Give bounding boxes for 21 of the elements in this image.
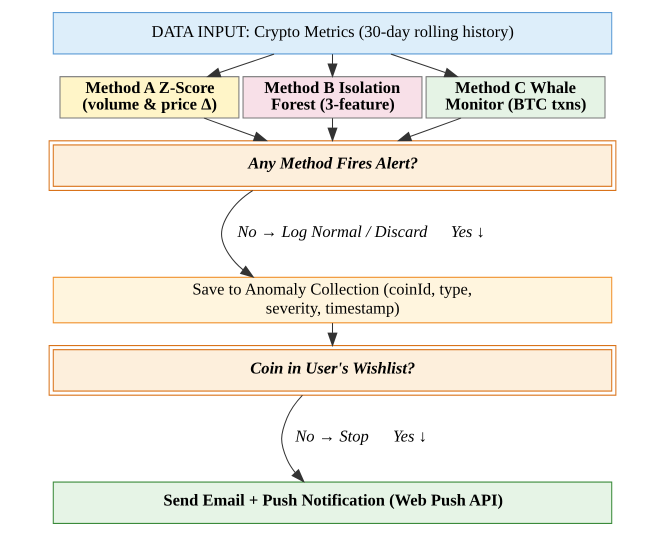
arrow <box>281 394 305 483</box>
arrow <box>390 54 459 78</box>
node-box: Method C Whale Monitor (BTC txns) <box>426 76 606 119</box>
arrow <box>327 323 338 348</box>
node-box: Coin in User's Wishlist? <box>48 345 616 396</box>
label: Yes ↓ <box>393 426 427 446</box>
label: No → Stop <box>295 426 369 446</box>
label: No → Log Normal / Discard <box>237 222 428 241</box>
label: Yes ↓ <box>450 222 485 241</box>
arrow <box>206 54 274 78</box>
arrow <box>327 54 338 78</box>
node-box: DATA INPUT: Crypto Metrics (30-day rolling history) <box>52 12 612 54</box>
arrow <box>204 118 268 142</box>
node-box: Method B Isolation Forest (3-feature) <box>242 76 422 119</box>
node-box: Send Email + Push Notification (Web Push API) <box>52 482 612 524</box>
arrow <box>221 190 255 278</box>
node-box: Any Method Fires Alert? <box>48 140 616 191</box>
node-box: Save to Anomaly Collection (coinId, type, severity, timestamp) <box>52 276 612 324</box>
node-box: Method A Z-Score (volume & price Δ) <box>59 76 240 119</box>
arrow <box>327 118 338 142</box>
arrow <box>396 118 462 142</box>
